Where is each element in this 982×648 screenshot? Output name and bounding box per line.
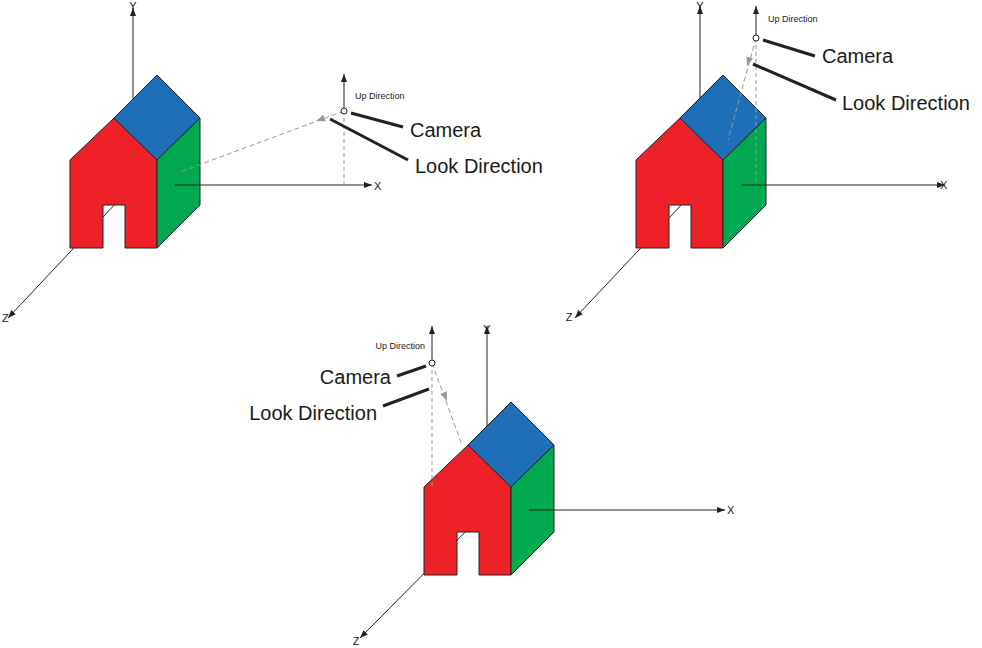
camera-leader xyxy=(397,366,426,376)
look-direction-label: Look Direction xyxy=(842,92,970,114)
look-direction-head xyxy=(441,391,447,401)
look-leader xyxy=(753,64,836,100)
look-leader xyxy=(383,389,429,406)
axis-label: Y xyxy=(483,323,490,335)
house-side xyxy=(723,118,766,248)
camera-leader xyxy=(763,40,815,56)
axis-label: Y xyxy=(129,0,136,12)
look-direction-line xyxy=(432,363,462,445)
look-direction-head xyxy=(316,115,326,121)
camera-leader xyxy=(351,113,403,127)
x-axis-front xyxy=(175,185,200,186)
camera-point xyxy=(429,360,435,366)
x-axis-front xyxy=(742,185,766,186)
camera-label: Camera xyxy=(822,45,893,67)
look-direction-line xyxy=(728,38,756,140)
axis-label: Z xyxy=(353,635,360,647)
look-direction-label: Look Direction xyxy=(249,402,377,424)
axis-label: X xyxy=(374,180,381,192)
z-axis-head xyxy=(575,310,583,318)
up-direction-label: Up Direction xyxy=(355,92,405,102)
up-direction-label: Up Direction xyxy=(768,15,818,25)
camera-point xyxy=(341,108,347,114)
axis-label: Z xyxy=(2,312,9,324)
house-side xyxy=(157,118,200,248)
camera-point xyxy=(753,35,759,41)
camera-drop-line xyxy=(432,363,433,487)
x-axis-front xyxy=(529,510,554,511)
x-axis-head xyxy=(364,182,372,188)
camera-drop-line xyxy=(756,38,757,185)
look-direction-label: Look Direction xyxy=(415,155,543,177)
look-leader xyxy=(330,119,408,160)
camera-label: Camera xyxy=(410,119,481,141)
axis-label: Y xyxy=(696,0,703,12)
up-direction-label: Up Direction xyxy=(375,342,425,352)
z-axis-head xyxy=(360,630,368,638)
up-direction-arrow-head xyxy=(753,6,759,14)
camera-drop-line xyxy=(344,111,345,185)
axis-label: Z xyxy=(566,311,573,323)
up-direction-arrow-head xyxy=(341,74,347,82)
x-axis-head xyxy=(717,507,725,513)
house-side xyxy=(511,445,554,575)
up-direction-arrow-head xyxy=(429,326,435,334)
axis-label: X xyxy=(940,179,947,191)
camera-label: Camera xyxy=(320,366,391,388)
look-direction-head xyxy=(746,56,753,66)
look-direction-line xyxy=(180,111,344,172)
z-axis-head xyxy=(8,310,16,318)
axis-label: X xyxy=(727,504,734,516)
